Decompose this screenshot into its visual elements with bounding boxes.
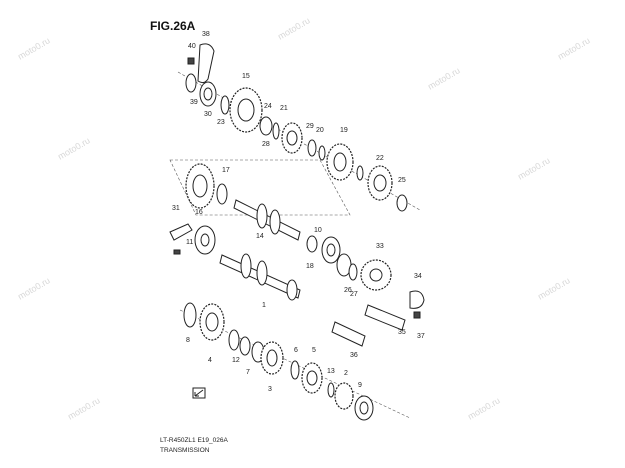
callout-27: 27	[350, 291, 358, 298]
watermark-layer: moto0.ru moto0.ru moto0.ru moto0.ru moto…	[16, 15, 592, 421]
part-20	[318, 145, 326, 161]
callout-28: 28	[262, 141, 270, 148]
watermark: moto0.ru	[66, 395, 102, 421]
part-29	[307, 139, 317, 157]
callout-17: 17	[222, 167, 230, 174]
figure-title: FIG.26A	[150, 19, 196, 33]
callout-33: 33	[376, 243, 384, 250]
callout-2: 2	[344, 370, 348, 377]
watermark: moto0.ru	[556, 35, 592, 61]
part-24	[272, 122, 280, 140]
part-39	[185, 73, 197, 93]
callout-22: 22	[376, 155, 384, 162]
callout-19: 19	[340, 127, 348, 134]
part-38	[197, 43, 215, 84]
caption-name: TRANSMISSION	[160, 447, 210, 454]
callout-14: 14	[256, 233, 264, 240]
callout-40: 40	[188, 43, 196, 50]
part-23	[220, 95, 230, 115]
callout-13: 13	[327, 368, 335, 375]
callout-15: 15	[242, 73, 250, 80]
callout-29: 29	[306, 123, 314, 130]
callout-20: 20	[316, 127, 324, 134]
callout-35: 35	[398, 329, 406, 336]
callout-11: 11	[186, 239, 193, 246]
watermark: moto0.ru	[536, 275, 572, 301]
part-7	[239, 336, 251, 356]
part-8	[183, 302, 197, 328]
part-28	[259, 116, 273, 136]
callout-4: 4	[208, 357, 212, 364]
part-13	[327, 382, 335, 398]
part-36	[331, 321, 366, 347]
watermark: moto0.ru	[16, 275, 52, 301]
mainshaft-assembly	[219, 253, 301, 301]
callout-25: 25	[398, 177, 406, 184]
watermark: moto0.ru	[276, 15, 312, 41]
part-12	[228, 329, 240, 351]
callout-31: 31	[172, 205, 180, 212]
watermark: moto0.ru	[466, 395, 502, 421]
callout-18: 18	[306, 263, 314, 270]
caption-code: LT-R450ZL1 E19_026A	[160, 437, 228, 444]
callout-7: 7	[246, 369, 250, 376]
callout-3: 3	[268, 386, 272, 393]
callout-8: 8	[186, 337, 190, 344]
part-2	[334, 382, 354, 410]
part-18	[306, 235, 318, 253]
part-35	[364, 304, 406, 331]
part-25	[396, 194, 408, 212]
callout-30: 30	[204, 111, 212, 118]
front-arrow-icon	[192, 387, 206, 399]
watermark: moto0.ru	[16, 35, 52, 61]
watermark: moto0.ru	[56, 135, 92, 161]
part-17	[216, 183, 228, 205]
callout-12: 12	[232, 357, 240, 364]
callout-1: 1	[262, 302, 266, 309]
part-27	[348, 263, 358, 281]
part-20b	[356, 165, 364, 181]
callout-39: 39	[190, 99, 198, 106]
callout-24: 24	[264, 103, 272, 110]
callout-10: 10	[314, 227, 322, 234]
part-31-bolt	[173, 249, 181, 255]
part-37	[413, 311, 421, 319]
countershaft-assembly	[169, 159, 358, 281]
callout-9: 9	[358, 382, 362, 389]
callout-5: 5	[312, 347, 316, 354]
sprocket-assembly	[331, 259, 425, 347]
callout-6: 6	[294, 347, 298, 354]
watermark: moto0.ru	[426, 65, 462, 91]
callout-26: 26	[344, 287, 352, 294]
callout-34: 34	[414, 273, 422, 280]
part-31	[169, 223, 193, 241]
callout-37: 37	[417, 333, 425, 340]
lower-assembly	[179, 302, 411, 421]
upper-assembly	[177, 43, 421, 212]
callout-36: 36	[350, 352, 358, 359]
part-6	[290, 360, 300, 380]
callout-21: 21	[280, 105, 288, 112]
watermark: moto0.ru	[516, 155, 552, 181]
callout-38: 38	[202, 31, 210, 38]
callout-23: 23	[217, 119, 225, 126]
part-40	[187, 57, 195, 65]
callout-16: 16	[195, 209, 203, 216]
part-34	[409, 290, 425, 309]
